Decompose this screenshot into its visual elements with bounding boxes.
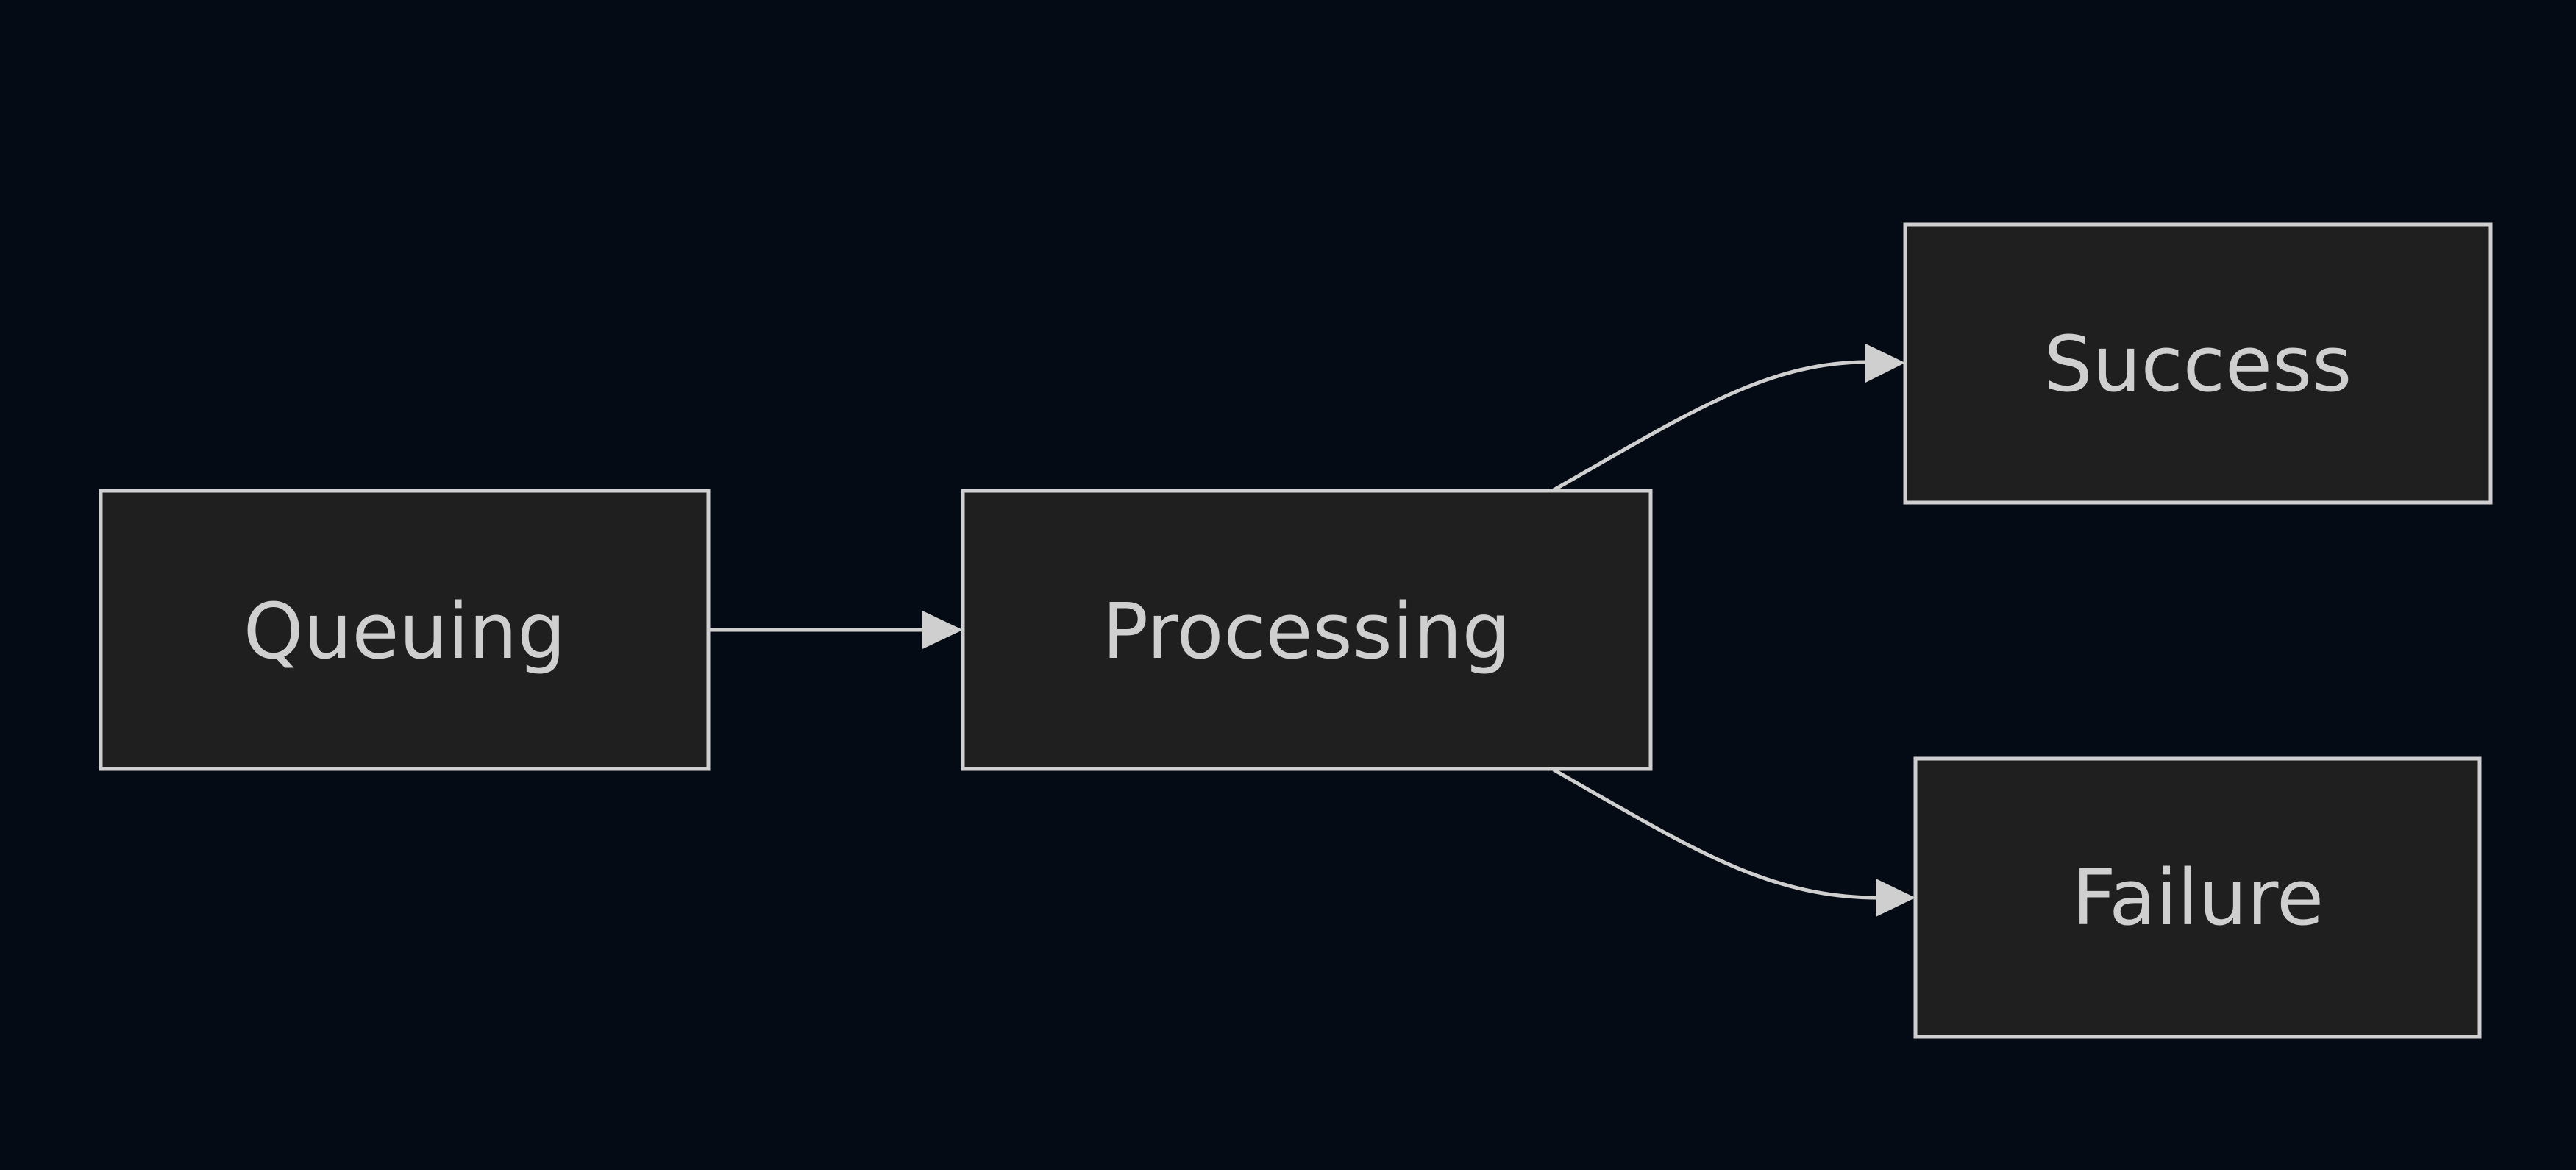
edges <box>708 344 1915 917</box>
edge-processing-to-failure <box>1552 767 1878 900</box>
node-success-box <box>1903 222 2493 505</box>
node-success[interactable]: Success <box>1903 222 2493 505</box>
edge-processing-to-success <box>1552 360 1868 492</box>
node-processing-box <box>961 489 1653 771</box>
node-failure-box <box>1913 756 2482 1039</box>
node-queuing[interactable]: Queuing <box>99 489 711 771</box>
arrowhead-success-icon <box>1865 344 1905 383</box>
arrowhead-failure-icon <box>1876 879 1915 917</box>
node-failure[interactable]: Failure <box>1913 756 2482 1039</box>
node-processing[interactable]: Processing <box>961 489 1653 771</box>
node-failure-label: Failure <box>2072 853 2324 943</box>
node-success-label: Success <box>2044 319 2352 409</box>
node-queuing-label: Queuing <box>243 586 566 676</box>
arrowhead-processing-icon <box>922 611 963 649</box>
node-processing-label: Processing <box>1102 586 1510 676</box>
node-queuing-box <box>99 489 711 771</box>
